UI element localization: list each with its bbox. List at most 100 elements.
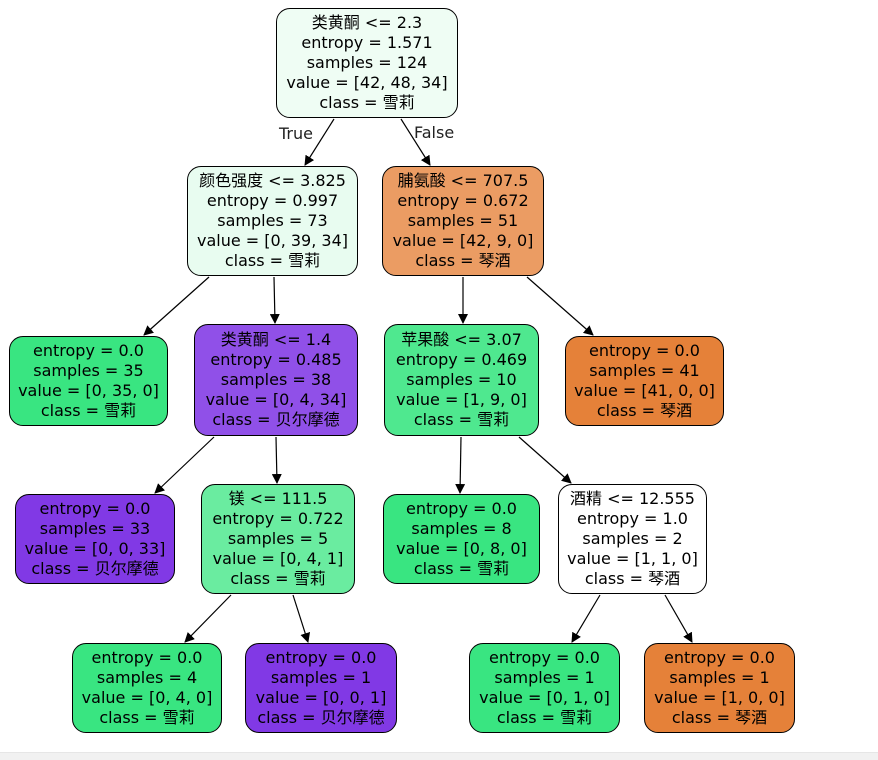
node-line: value = [0, 8, 0] (396, 539, 527, 558)
edge-n5-n10 (518, 436, 572, 484)
edge-n8-n11 (184, 594, 232, 643)
node-line: entropy = 0.997 (206, 191, 339, 210)
node-line: samples = 5 (227, 529, 329, 548)
node-line: class = 雪莉 (224, 251, 321, 270)
node-line: entropy = 0.672 (397, 191, 529, 210)
node-line: class = 贝尔摩德 (212, 410, 340, 429)
node-line: samples = 51 (407, 211, 519, 230)
node-line: class = 琴酒 (415, 251, 511, 270)
edge-n2-n6 (526, 276, 594, 336)
edge-n10-n14 (664, 594, 693, 643)
node-line: samples = 1 (270, 668, 372, 687)
node-line: value = [42, 48, 34] (286, 73, 448, 92)
edge-n1-n4 (269, 276, 280, 324)
node-line: samples = 41 (589, 361, 700, 380)
bottom-strip (0, 752, 878, 760)
node-line: class = 雪莉 (413, 410, 510, 429)
node-line: entropy = 0.0 (406, 499, 517, 518)
node-line: value = [1, 1, 0] (567, 549, 698, 568)
node-line: entropy = 0.0 (33, 341, 144, 360)
node-line: value = [0, 0, 1] (255, 688, 387, 707)
node-line: value = [0, 39, 34] (196, 231, 348, 250)
node-line: class = 雪莉 (99, 708, 195, 727)
node-line: samples = 1 (494, 668, 595, 687)
node-line: 酒精 <= 12.555 (570, 489, 695, 508)
node-line: class = 琴酒 (596, 401, 693, 420)
node-line: 类黄酮 <= 1.4 (220, 330, 332, 349)
node-line: class = 贝尔摩德 (257, 708, 385, 727)
node-line: class = 雪莉 (230, 569, 326, 588)
node-line: class = 雪莉 (413, 559, 510, 578)
node-line: 镁 <= 111.5 (228, 489, 328, 508)
node-line: entropy = 0.0 (589, 341, 700, 360)
edge-n4-n7 (154, 436, 215, 494)
node-line: value = [0, 1, 0] (479, 688, 610, 707)
edge-n1-n3 (143, 276, 210, 336)
edge-n0-n2 (400, 118, 431, 166)
node-line: samples = 10 (406, 370, 517, 389)
node-line: value = [1, 0, 0] (654, 688, 785, 707)
edge-n0-n1 (304, 118, 335, 166)
node-line: value = [0, 4, 34] (205, 390, 347, 409)
node-line: 脯氨酸 <= 707.5 (397, 171, 529, 190)
node-line: entropy = 0.469 (395, 350, 528, 369)
node-line: value = [0, 4, 0] (81, 688, 213, 707)
node-line: entropy = 1.0 (577, 509, 688, 528)
edge-n10-n13 (571, 594, 601, 643)
node-line: entropy = 0.485 (210, 350, 342, 369)
node-line: samples = 33 (39, 519, 151, 538)
node-line: class = 雪莉 (496, 708, 593, 727)
edge-n8-n12 (292, 594, 311, 643)
node-line: entropy = 0.0 (489, 648, 600, 667)
node-line: samples = 8 (411, 519, 512, 538)
node-line: value = [0, 35, 0] (18, 381, 159, 400)
edge-label-false: False (414, 123, 455, 142)
node-line: 颜色强度 <= 3.825 (199, 171, 346, 190)
node-line: samples = 38 (220, 370, 332, 389)
node-line: class = 琴酒 (671, 708, 768, 727)
node-line: value = [1, 9, 0] (396, 390, 527, 409)
node-line: class = 雪莉 (40, 401, 137, 420)
node-line: class = 琴酒 (584, 569, 681, 588)
node-line: samples = 4 (96, 668, 198, 687)
node-line: entropy = 0.0 (265, 648, 377, 667)
node-line: samples = 35 (33, 361, 144, 380)
node-line: samples = 124 (306, 53, 428, 72)
node-line: value = [42, 9, 0] (392, 231, 534, 250)
node-line: class = 雪莉 (319, 93, 415, 112)
node-line: samples = 1 (669, 668, 770, 687)
node-line: 苹果酸 <= 3.07 (401, 330, 522, 349)
edge-n5-n9 (455, 436, 466, 494)
node-line: entropy = 0.0 (664, 648, 775, 667)
node-line: samples = 2 (582, 529, 683, 548)
node-line: entropy = 0.0 (39, 499, 151, 518)
node-line: class = 贝尔摩德 (31, 559, 159, 578)
node-line: entropy = 1.571 (301, 33, 433, 52)
node-line: entropy = 0.722 (212, 509, 344, 528)
edge-n4-n8 (271, 436, 282, 484)
node-line: samples = 73 (217, 211, 328, 230)
node-line: entropy = 0.0 (91, 648, 203, 667)
node-line: value = [0, 4, 1] (212, 549, 344, 568)
edge-label-true: True (279, 124, 313, 143)
node-line: value = [41, 0, 0] (574, 381, 715, 400)
node-line: 类黄酮 <= 2.3 (311, 13, 423, 32)
node-line: value = [0, 0, 33] (24, 539, 166, 558)
